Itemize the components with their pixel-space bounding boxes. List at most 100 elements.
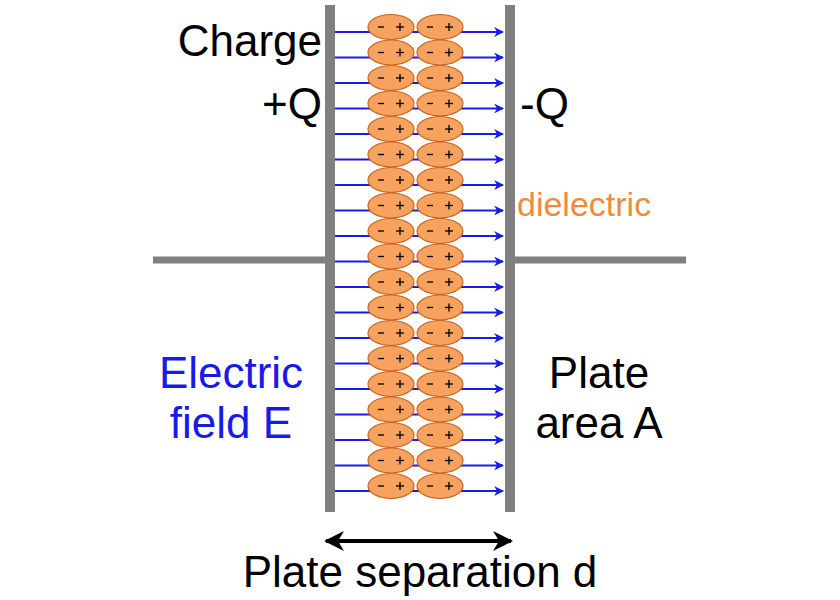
minus-sign	[427, 434, 433, 435]
minus-sign	[378, 230, 384, 231]
minus-sign	[427, 230, 433, 231]
minus-sign	[378, 485, 384, 486]
dipole-molecule	[368, 474, 414, 499]
dipole-molecule	[368, 423, 414, 448]
dipole-molecule	[417, 244, 463, 269]
minus-sign	[378, 77, 384, 78]
separation-label: Plate separation d	[160, 547, 680, 597]
minus-sign	[378, 307, 384, 308]
minus-sign	[427, 358, 433, 359]
plus-sign	[448, 151, 449, 159]
plus-sign	[399, 431, 400, 439]
area-label: Plate area A	[520, 348, 678, 448]
plus-sign	[399, 74, 400, 82]
plus-sign	[448, 23, 449, 31]
minus-sign	[427, 307, 433, 308]
minus-sign	[427, 460, 433, 461]
plus-sign	[448, 278, 449, 286]
minus-sign	[427, 26, 433, 27]
plus-sign	[399, 176, 400, 184]
dipole-molecule	[417, 295, 463, 320]
minus-sign	[427, 281, 433, 282]
dipole-molecule	[417, 270, 463, 295]
dipole-molecule	[417, 321, 463, 346]
plus-sign	[448, 431, 449, 439]
plus-sign	[399, 202, 400, 210]
plus-sign	[448, 355, 449, 363]
dipole-molecule	[417, 15, 463, 40]
minus-sign	[427, 179, 433, 180]
dipole-molecule	[368, 372, 414, 397]
dipole-molecule	[368, 142, 414, 167]
minus-sign	[427, 409, 433, 410]
plus-sign	[448, 482, 449, 490]
dipole-molecule	[417, 448, 463, 473]
negative-plate	[505, 5, 515, 512]
plus-sign	[448, 202, 449, 210]
plus-sign	[448, 125, 449, 133]
plus-sign	[399, 304, 400, 312]
minus-sign	[378, 281, 384, 282]
minus-sign	[378, 256, 384, 257]
dipole-molecule	[417, 168, 463, 193]
dipole-molecule	[368, 91, 414, 116]
minus-sign	[378, 26, 384, 27]
dipole-molecule	[417, 193, 463, 218]
plus-sign	[399, 355, 400, 363]
plus-sign	[448, 406, 449, 414]
minus-sign	[378, 358, 384, 359]
minus-sign	[427, 128, 433, 129]
dipole-molecule	[417, 397, 463, 422]
minus-sign	[427, 205, 433, 206]
plus-sign	[448, 304, 449, 312]
dipole-molecule	[368, 168, 414, 193]
plus-sign	[399, 125, 400, 133]
plus-sign	[399, 380, 400, 388]
minus-sign	[378, 460, 384, 461]
field-arrows	[335, 32, 503, 491]
dipole-molecule	[368, 244, 414, 269]
plus-sign	[399, 100, 400, 108]
minus-sign	[378, 409, 384, 410]
dipole-molecule	[368, 66, 414, 91]
plus-sign	[448, 253, 449, 261]
field-label: Electric field E	[140, 348, 322, 448]
dielectric-label: dielectric	[517, 184, 717, 224]
minus-sign	[427, 485, 433, 486]
dipole-molecule	[417, 66, 463, 91]
minus-sign	[378, 52, 384, 53]
minus-sign	[427, 332, 433, 333]
plus-sign	[399, 406, 400, 414]
dipole-molecule	[368, 270, 414, 295]
dipole-molecule	[417, 219, 463, 244]
dipole-molecule	[368, 219, 414, 244]
dipole-molecule	[417, 142, 463, 167]
charge-symbol: +Q	[200, 79, 322, 129]
dipole-molecule	[368, 40, 414, 65]
dipole-molecule	[417, 372, 463, 397]
dipole-molecule	[368, 321, 414, 346]
minus-sign	[378, 205, 384, 206]
plus-sign	[448, 49, 449, 57]
minus-sign	[427, 52, 433, 53]
dipole-molecule	[368, 448, 414, 473]
dipole-molecule	[417, 423, 463, 448]
plus-sign	[399, 151, 400, 159]
minus-sign	[378, 103, 384, 104]
dipole-molecule	[417, 474, 463, 499]
plus-sign	[448, 227, 449, 235]
dipole-molecule	[368, 397, 414, 422]
dipole-molecule	[417, 40, 463, 65]
lead-wire	[514, 257, 686, 264]
plus-sign	[399, 23, 400, 31]
minus-sign	[378, 434, 384, 435]
dipole-molecule	[368, 346, 414, 371]
charge-label: Charge	[140, 16, 322, 66]
dielectric-molecules	[368, 15, 463, 499]
plus-sign	[448, 380, 449, 388]
plus-sign	[399, 482, 400, 490]
plus-sign	[399, 457, 400, 465]
dipole-molecule	[368, 117, 414, 142]
charge-symbol: -Q	[520, 79, 640, 129]
